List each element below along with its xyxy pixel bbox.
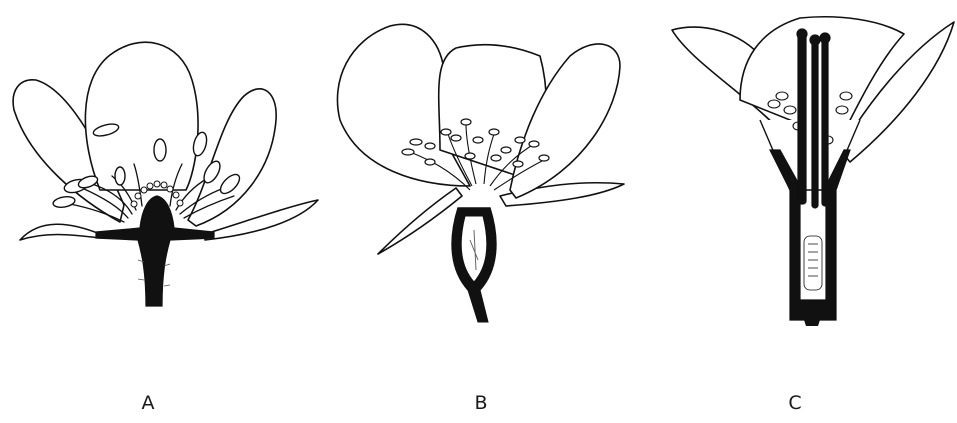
panel-label-c: C — [775, 392, 815, 414]
flower-c-stalk — [804, 320, 820, 326]
panel-label-a: A — [128, 392, 168, 414]
flower-c-styles — [797, 29, 830, 208]
flower-c-ovules — [804, 236, 822, 290]
panel-label-b: B — [461, 392, 501, 414]
